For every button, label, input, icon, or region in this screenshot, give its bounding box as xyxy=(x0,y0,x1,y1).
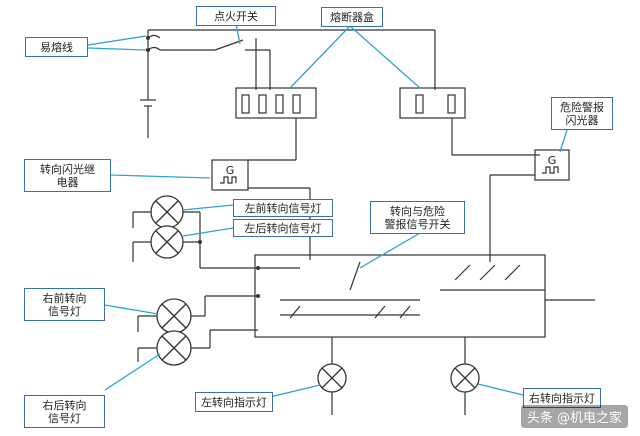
ignition-switch-label: 点火开关 xyxy=(196,6,276,26)
junction-dot xyxy=(198,240,202,244)
left-front-lamp-label: 左前转向信号灯 xyxy=(233,199,333,217)
ignition-switch-blade xyxy=(214,39,244,51)
leader-left-rear xyxy=(182,227,234,237)
fuse-box-2 xyxy=(399,87,466,119)
fuse-2 xyxy=(258,94,267,114)
fuse-4 xyxy=(292,94,301,114)
fuse-1 xyxy=(241,94,250,114)
fusible-wire-label: 易熔线 xyxy=(25,37,88,57)
turn-flasher-relay xyxy=(211,159,249,191)
watermark: 头条 @机电之家 xyxy=(520,405,628,428)
switch-contact-a xyxy=(454,264,471,281)
leader-left-front xyxy=(182,204,234,211)
hazard-g-label: G xyxy=(548,154,557,167)
switch-frame xyxy=(254,254,546,338)
switch-contact-b xyxy=(479,264,496,281)
junction-dot xyxy=(146,36,150,40)
junction-dot xyxy=(146,48,150,52)
hazard-flasher xyxy=(534,149,570,181)
leader-hazard xyxy=(559,129,568,153)
right-rear-lamp-symbol xyxy=(156,330,192,366)
left-rear-lamp-symbol xyxy=(150,225,184,259)
fuse-6 xyxy=(447,94,456,114)
switch-contact-d xyxy=(289,305,301,319)
leader-right-front xyxy=(104,304,159,315)
relay-g-label: G xyxy=(226,164,235,177)
left-front-lamp-symbol xyxy=(150,195,184,229)
leader-ignition xyxy=(235,23,241,45)
fuse-box-1 xyxy=(235,87,317,119)
right-indicator-label: 右转向指示灯 xyxy=(523,388,601,408)
right-indicator-lamp-symbol xyxy=(450,363,480,393)
leader-relay xyxy=(110,174,211,179)
switch-lever xyxy=(349,261,361,291)
fuse-3 xyxy=(275,94,284,114)
left-indicator-label: 左转向指示灯 xyxy=(195,392,273,412)
right-rear-lamp-label: 右后转向 信号灯 xyxy=(24,395,105,428)
switch-contact-c xyxy=(504,264,521,281)
leader-right-rear xyxy=(104,353,161,391)
turn-flasher-relay-label: 转向闪光继 电器 xyxy=(24,159,111,192)
turn-hazard-switch-label: 转向与危险 警报信号开关 xyxy=(370,201,465,234)
leader-right-indicator xyxy=(477,383,524,396)
switch-contact-e xyxy=(374,305,386,319)
fuse-5 xyxy=(415,94,424,114)
leader-left-indicator xyxy=(269,384,321,398)
junction-dot xyxy=(256,266,260,270)
leader-fusible-1 xyxy=(87,35,147,46)
junction-dot xyxy=(256,294,260,298)
hazard-flasher-label: 危险警报 闪光器 xyxy=(551,97,613,130)
hazard-pulse-symbol xyxy=(542,166,559,174)
relay-pulse-symbol xyxy=(220,176,237,184)
left-rear-lamp-label: 左后转向信号灯 xyxy=(233,219,333,237)
right-front-lamp-label: 右前转向 信号灯 xyxy=(24,288,105,321)
left-indicator-lamp-symbol xyxy=(317,363,347,393)
leader-fuse-1 xyxy=(289,25,351,89)
right-front-lamp-symbol xyxy=(156,298,192,334)
fuse-box-label: 熔断器盒 xyxy=(321,7,383,27)
leader-switch xyxy=(359,232,421,269)
leader-fuse-2 xyxy=(349,25,421,89)
leader-fusible-2 xyxy=(87,47,147,51)
switch-contact-f xyxy=(399,305,411,319)
